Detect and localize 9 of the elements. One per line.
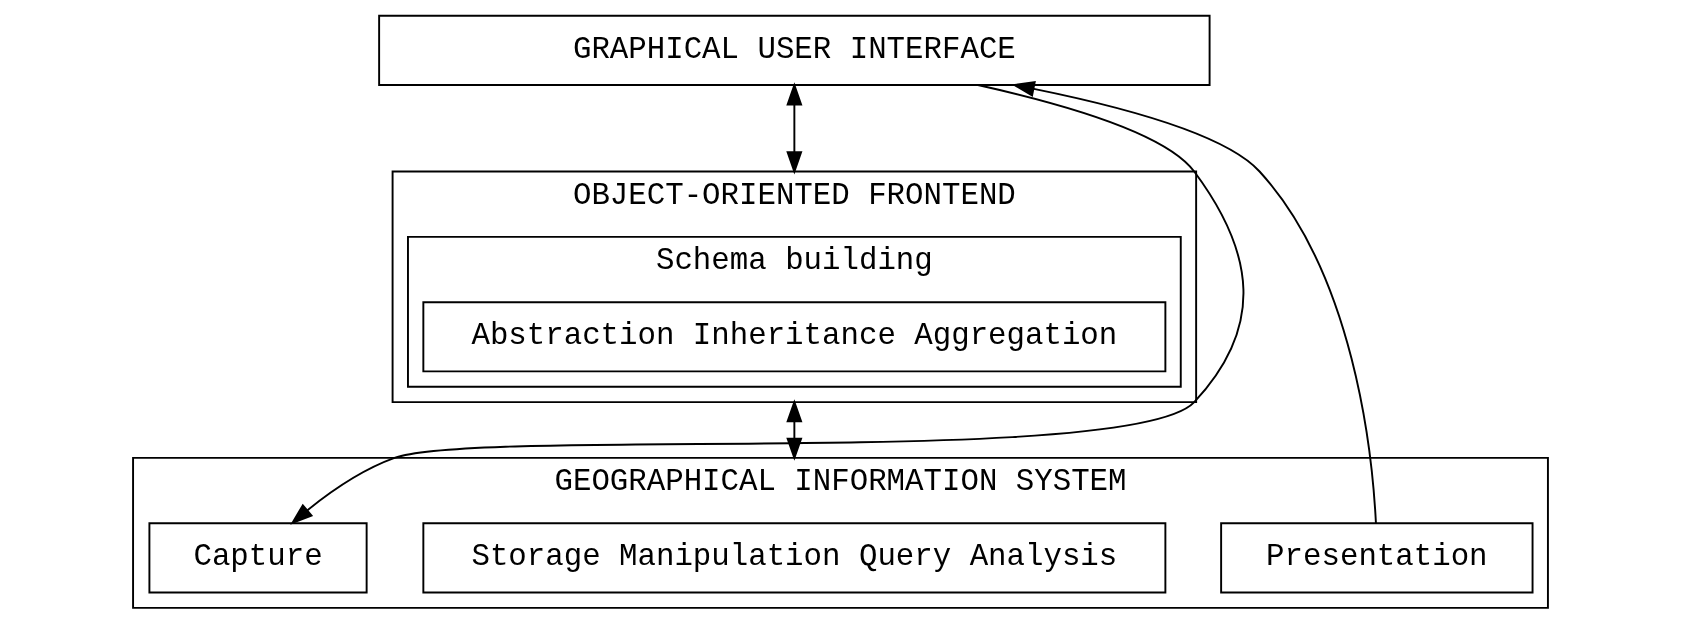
node-box: Storage Manipulation Query Analysis <box>422 522 1167 594</box>
node-box: Capture <box>148 522 368 594</box>
arrow <box>786 82 803 175</box>
node-box: Presentation <box>1220 522 1534 594</box>
arrow <box>786 399 803 461</box>
arrow <box>290 84 1245 525</box>
node-box: GRAPHICAL USER INTERFACE <box>378 14 1211 86</box>
node-box: Abstraction Inheritance Aggregation <box>422 301 1167 373</box>
arrow <box>1011 81 1377 524</box>
